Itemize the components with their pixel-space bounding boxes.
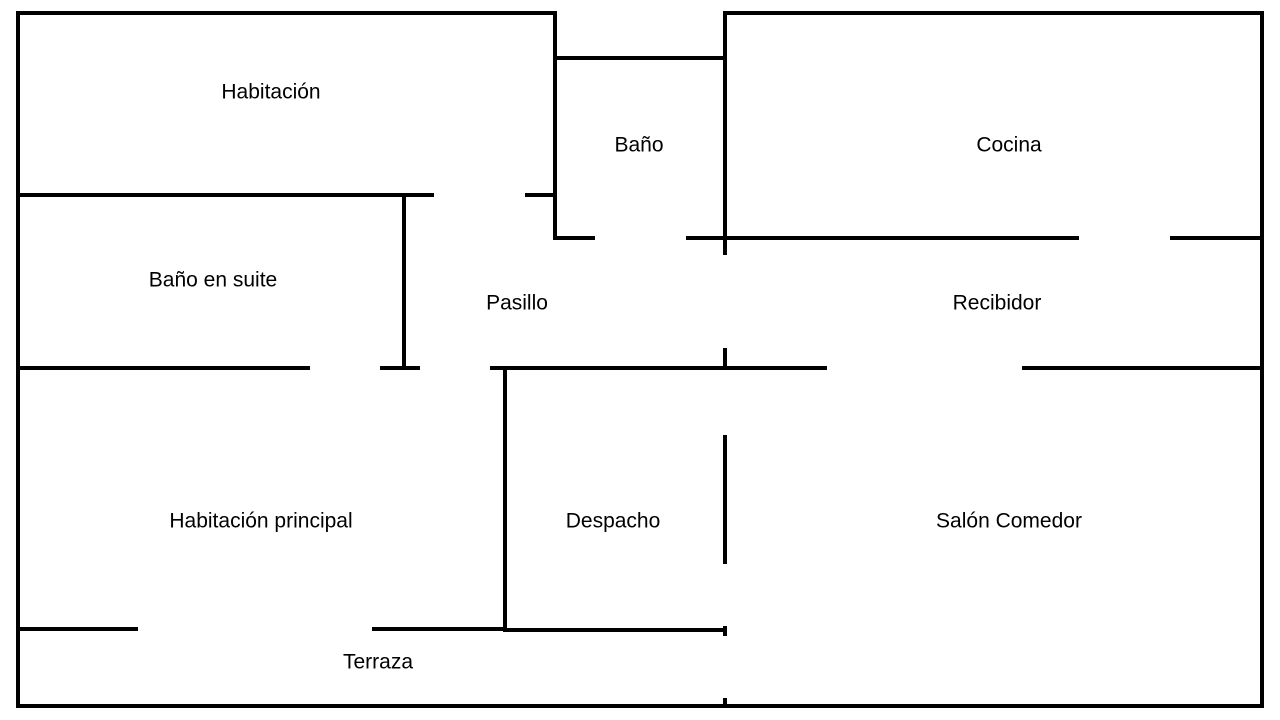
room-label-habitacion-principal: Habitación principal: [169, 509, 353, 533]
room-label-bano: Baño: [614, 133, 664, 157]
room-label-despacho: Despacho: [565, 509, 661, 533]
room-label-habitacion: Habitación: [221, 80, 321, 104]
room-label-pasillo: Pasillo: [486, 291, 548, 315]
room-label-bano-en-suite: Baño en suite: [148, 268, 278, 292]
room-label-recibidor: Recibidor: [952, 291, 1042, 315]
room-label-salon-comedor: Salón Comedor: [936, 509, 1082, 533]
room-label-terraza: Terraza: [342, 650, 414, 674]
room-label-cocina: Cocina: [976, 133, 1042, 157]
